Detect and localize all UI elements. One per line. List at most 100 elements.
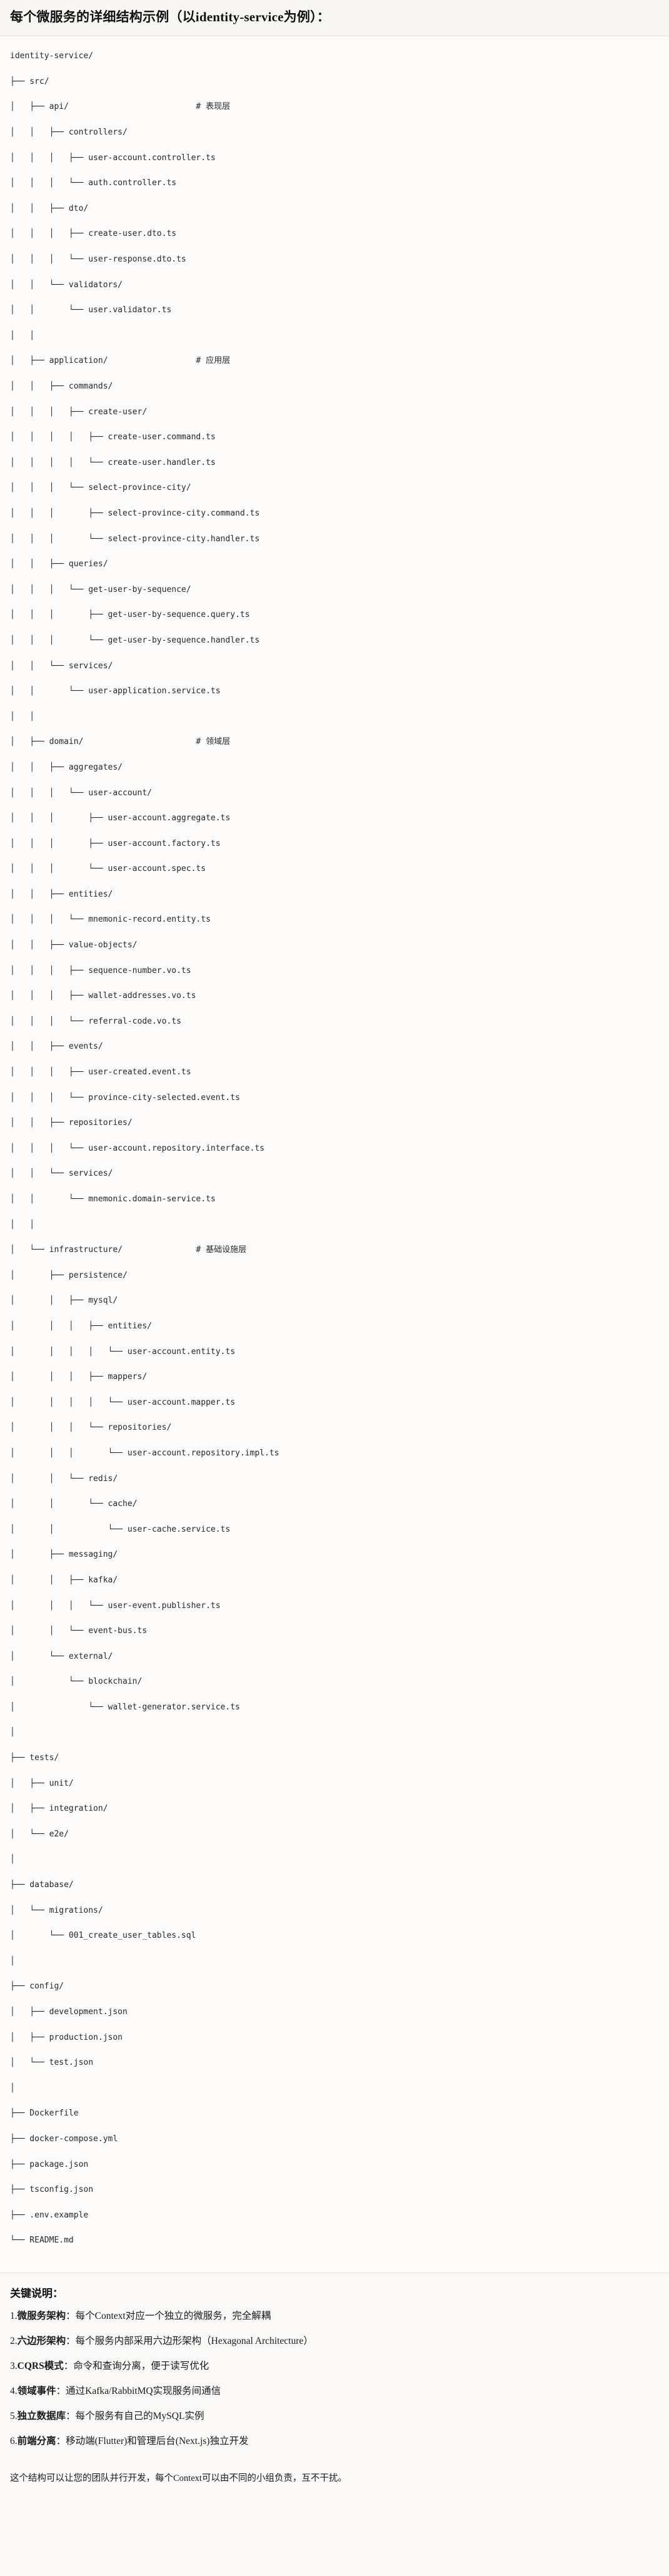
directory-tree-block: identity-service/ ├── src/ │ ├── api/ # … <box>0 36 669 2273</box>
tree-line: │ │ │ └── user-response.dto.ts <box>10 255 186 265</box>
tree-line: ├── src/ <box>10 76 49 86</box>
tree-line: │ │ │ │ └── create-user.handler.ts <box>10 457 216 467</box>
tree-line: │ │ │ │ ├── create-user.command.ts <box>10 432 216 442</box>
tree-line: │ └── 001_create_user_tables.sql <box>10 1931 196 1941</box>
tree-line: │ │ │ ├── select-province-city.command.t… <box>10 508 260 518</box>
tree-line: │ │ ├── aggregates/ <box>10 762 123 772</box>
tree-line: │ │ │ └── auth.controller.ts <box>10 178 177 188</box>
tree-line: │ │ │ └── get-user-by-sequence/ <box>10 584 191 594</box>
tree-layer-comment: # 基础设施层 <box>196 1245 247 1255</box>
tree-line: │ │ │ ├── create-user.dto.ts <box>10 229 177 239</box>
key-note-number: 5. <box>10 2411 18 2422</box>
key-note-term: 前端分离 <box>17 2436 56 2447</box>
tree-line: │ │ │ │ └── user-account.entity.ts <box>10 1347 236 1357</box>
key-note-item: 5.独立数据库：每个服务有自己的MySQL实例 <box>10 2409 659 2424</box>
tree-line: │ │ <box>10 1219 35 1229</box>
tree-line: │ └── migrations/ <box>10 1905 103 1915</box>
tree-line: │ │ <box>10 711 35 721</box>
tree-line: │ <box>10 2083 15 2093</box>
tree-line: │ │ └── user.validator.ts <box>10 305 172 315</box>
tree-line: │ │ ├── mysql/ <box>10 1296 118 1306</box>
key-note-term: 六边形架构 <box>17 2335 66 2346</box>
tree-line: ├── docker-compose.yml <box>10 2134 118 2144</box>
tree-line: │ ├── messaging/ <box>10 1550 118 1560</box>
tree-line: │ └── external/ <box>10 1651 113 1661</box>
tree-line: ├── database/ <box>10 1880 74 1890</box>
tree-line: ├── package.json <box>10 2159 89 2169</box>
key-note-number: 1. <box>10 2310 18 2321</box>
tree-line: │ │ └── validators/ <box>10 280 123 290</box>
tree-line: │ ├── production.json <box>10 2032 123 2042</box>
tree-line: │ │ │ └── user-account.repository.impl.t… <box>10 1448 279 1458</box>
tree-line: │ ├── domain/ # 领域层 <box>10 737 231 747</box>
tree-line: │ ├── application/ # 应用层 <box>10 356 231 366</box>
tree-line: │ │ └── user-cache.service.ts <box>10 1524 231 1534</box>
tree-line: │ │ │ └── select-province-city.handler.t… <box>10 534 260 544</box>
tree-line: │ │ └── user-application.service.ts <box>10 686 221 696</box>
title-bar: 每个微服务的详细结构示例（以identity-service为例）： <box>0 0 669 37</box>
key-note-description: ：每个服务有自己的MySQL实例 <box>66 2411 204 2422</box>
tree-line: ├── .env.example <box>10 2210 89 2220</box>
key-note-description: ：命令和查询分离，便于读写优化 <box>63 2360 209 2371</box>
key-note-term: 领域事件 <box>17 2386 56 2396</box>
key-notes-footer: 这个结构可以让您的团队并行开发，每个Context可以由不同的小组负责，互不干扰… <box>0 2468 669 2498</box>
tree-layer-comment: # 表现层 <box>196 102 231 112</box>
tree-line: │ │ │ └── user-account.spec.ts <box>10 864 206 874</box>
tree-line: ├── config/ <box>10 1982 64 1992</box>
tree-line: │ │ │ └── select-province-city/ <box>10 483 191 493</box>
key-note-description: ：通过Kafka/RabbitMQ实现服务间通信 <box>56 2386 221 2396</box>
tree-line: │ │ ├── commands/ <box>10 382 113 392</box>
tree-line: │ ├── unit/ <box>10 1778 74 1788</box>
tree-line: │ └── wallet-generator.service.ts <box>10 1702 240 1712</box>
key-note-item: 6.前端分离：移动端(Flutter)和管理后台(Next.js)独立开发 <box>10 2434 659 2449</box>
tree-line: │ ├── persistence/ <box>10 1270 128 1280</box>
tree-line: │ │ │ └── repositories/ <box>10 1423 172 1433</box>
key-note-item: 2.六边形架构：每个服务内部采用六边形架构（Hexagonal Architec… <box>10 2334 659 2349</box>
tree-line: │ │ ├── entities/ <box>10 889 113 899</box>
directory-tree: identity-service/ ├── src/ │ ├── api/ # … <box>10 50 659 2260</box>
key-notes-section: 关键说明： 1.微服务架构：每个Context对应一个独立的微服务，完全解耦 2.… <box>0 2273 669 2468</box>
tree-line: │ │ │ ├── sequence-number.vo.ts <box>10 965 191 975</box>
tree-line: │ └── e2e/ <box>10 1829 69 1839</box>
tree-layer-comment: # 领域层 <box>196 737 231 747</box>
tree-line: │ │ │ └── province-city-selected.event.t… <box>10 1092 240 1102</box>
key-note-item: 1.微服务架构：每个Context对应一个独立的微服务，完全解耦 <box>10 2309 659 2324</box>
tree-line: │ │ <box>10 330 35 340</box>
tree-line: │ │ └── mnemonic.domain-service.ts <box>10 1194 216 1204</box>
tree-line: │ │ └── event-bus.ts <box>10 1626 148 1636</box>
tree-line: │ │ │ ├── user-account.aggregate.ts <box>10 813 231 823</box>
tree-line: ├── tests/ <box>10 1753 59 1763</box>
tree-line: │ └── infrastructure/ # 基础设施层 <box>10 1245 247 1255</box>
key-note-description: ：每个服务内部采用六边形架构（Hexagonal Architecture） <box>66 2335 313 2346</box>
key-note-term: CQRS模式 <box>17 2360 64 2371</box>
tree-line: │ │ ├── dto/ <box>10 203 89 213</box>
key-note-item: 3.CQRS模式：命令和查询分离，便于读写优化 <box>10 2359 659 2374</box>
key-note-term: 微服务架构 <box>17 2310 66 2321</box>
key-notes-title: 关键说明： <box>10 2287 63 2299</box>
tree-line: │ │ ├── value-objects/ <box>10 940 138 950</box>
tree-line: │ │ └── redis/ <box>10 1474 118 1484</box>
tree-line: │ │ ├── queries/ <box>10 559 108 569</box>
key-note-description: ：移动端(Flutter)和管理后台(Next.js)独立开发 <box>56 2436 249 2447</box>
tree-layer-comment: # 应用层 <box>196 356 231 366</box>
key-note-term: 独立数据库 <box>17 2411 66 2422</box>
tree-line: │ │ │ ├── user-created.event.ts <box>10 1067 191 1077</box>
key-note-item: 4.领域事件：通过Kafka/RabbitMQ实现服务间通信 <box>10 2384 659 2399</box>
key-note-number: 4. <box>10 2386 18 2396</box>
tree-line: │ │ │ ├── get-user-by-sequence.query.ts <box>10 610 250 620</box>
tree-line: │ <box>10 1728 15 1738</box>
tree-line: └── README.md <box>10 2236 74 2246</box>
tree-line: │ ├── development.json <box>10 2007 128 2017</box>
tree-line: │ │ └── cache/ <box>10 1499 138 1509</box>
tree-line: │ │ │ └── get-user-by-sequence.handler.t… <box>10 635 260 645</box>
tree-line: ├── Dockerfile <box>10 2109 79 2119</box>
tree-line: ├── tsconfig.json <box>10 2185 94 2195</box>
key-note-number: 6. <box>10 2436 18 2447</box>
tree-line: │ │ ├── controllers/ <box>10 128 128 138</box>
tree-line: │ │ ├── events/ <box>10 1042 103 1052</box>
tree-line: │ │ ├── repositories/ <box>10 1118 133 1128</box>
tree-line: │ │ │ ├── mappers/ <box>10 1372 148 1382</box>
tree-line: │ │ │ └── user-event.publisher.ts <box>10 1601 221 1611</box>
tree-line: │ │ │ ├── create-user/ <box>10 407 148 417</box>
key-note-number: 3. <box>10 2360 18 2371</box>
